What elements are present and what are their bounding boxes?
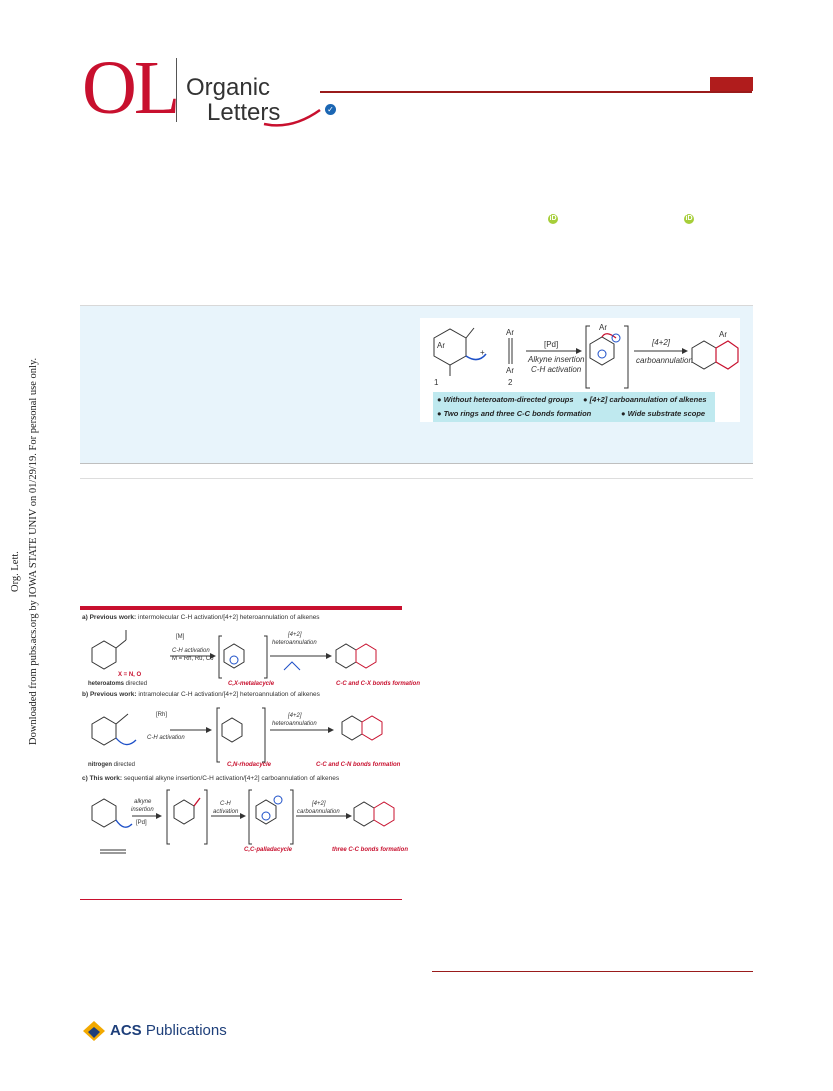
toc-step2-b: carboannulation bbox=[636, 356, 693, 365]
journal-logo: OL bbox=[82, 46, 180, 130]
acs-publications-logo[interactable]: ACS Publications bbox=[110, 1022, 227, 1039]
journal-name-line1: Organic bbox=[186, 74, 271, 101]
scheme-c-step1-b: insertion bbox=[131, 807, 154, 813]
scheme-b-step-a: [4+2] bbox=[288, 713, 302, 719]
orcid-icon[interactable]: iD bbox=[684, 214, 694, 224]
scheme-b-metalacycle: C,N-rhodacycle bbox=[227, 762, 272, 768]
scheme-a-catalyst: [M] bbox=[176, 634, 185, 640]
orcid-icon[interactable]: iD bbox=[548, 214, 558, 224]
scheme-a-structures bbox=[91, 630, 377, 679]
journal-name-line2: Letters bbox=[207, 99, 281, 126]
scheme-c-step2-b: activation bbox=[213, 809, 239, 815]
footnote-rule bbox=[432, 971, 753, 972]
toc-ar-label: Ar bbox=[437, 341, 445, 350]
scheme-a-product: C-C and C-X bonds formation bbox=[336, 681, 420, 687]
toc-step1-b: C-H activation bbox=[531, 365, 582, 374]
scheme-a-metalacycle: C,X-metalacycle bbox=[228, 681, 275, 687]
scheme-c-step1-a: alkyne bbox=[134, 799, 152, 805]
scheme-b-structures bbox=[91, 707, 383, 763]
scheme-a-condition-1: C-H activation bbox=[172, 648, 210, 654]
toc-plus: + bbox=[480, 348, 485, 357]
abstract-divider bbox=[80, 478, 753, 479]
side-download-notice: Downloaded from pubs.acs.org by IOWA STA… bbox=[28, 357, 39, 745]
toc-structures bbox=[433, 325, 739, 389]
toc-step1-a: Alkyne insertion bbox=[528, 355, 585, 364]
scheme-a-x-label: X = N, O bbox=[118, 672, 142, 678]
toc-compound-2: 2 bbox=[508, 378, 513, 387]
toc-feature-4: ● Wide substrate scope bbox=[621, 409, 706, 418]
scheme-a-step-a: [4+2] bbox=[288, 632, 302, 638]
scheme-top-rule bbox=[80, 606, 402, 610]
verified-check-icon: ✓ bbox=[325, 104, 336, 115]
scheme-c-title: c) This work: sequential alkyne insertio… bbox=[82, 775, 340, 782]
scheme-c-step2-a: C-H bbox=[220, 801, 231, 807]
side-journal-label: Org. Lett. bbox=[10, 551, 21, 592]
toc-catalyst: [Pd] bbox=[544, 340, 559, 349]
logo-divider bbox=[176, 58, 177, 122]
scheme-a-condition-2: M = Rh, Ru, Co bbox=[172, 656, 214, 662]
header-rule bbox=[320, 91, 752, 93]
toc-feature-1: ● Without heteroatom-directed groups bbox=[437, 395, 574, 404]
toc-step2-a: [4+2] bbox=[652, 338, 671, 347]
scheme-c-structures bbox=[91, 789, 395, 854]
toc-feature-2: ● [4+2] carboannulation of alkenes bbox=[583, 395, 707, 404]
scheme-b-product: C-C and C-N bonds formation bbox=[316, 762, 401, 768]
scheme-c-metalacycle: C,C-palladacycle bbox=[244, 847, 293, 853]
logo-swoosh-icon bbox=[263, 108, 321, 127]
toc-compound-1: 1 bbox=[434, 378, 439, 387]
toc-feature-3: ● Two rings and three C-C bonds formatio… bbox=[437, 409, 592, 418]
toc-ar-label: Ar bbox=[599, 323, 607, 332]
toc-ar-label: Ar bbox=[506, 328, 514, 337]
scheme-a-directed: heteroatoms directed bbox=[88, 681, 148, 687]
acs-logo-icon[interactable] bbox=[82, 1020, 106, 1042]
scheme-c-step3-a: [4+2] bbox=[312, 801, 326, 807]
scheme-b-catalyst: [Rh] bbox=[156, 712, 168, 718]
scheme-c-step3-b: carboannulation bbox=[297, 809, 340, 815]
scheme-c-catalyst: [Pd] bbox=[136, 820, 147, 826]
scheme-b-step-b: heteroannulation bbox=[272, 721, 317, 727]
toc-ar-label: Ar bbox=[506, 366, 514, 375]
scheme-b-condition: C-H activation bbox=[147, 735, 185, 741]
scheme-a-step-b: heteroannulation bbox=[272, 640, 317, 646]
scheme-bottom-rule bbox=[80, 899, 402, 900]
toc-features: ● Without heteroatom-directed groups ● [… bbox=[433, 392, 715, 422]
header-accent-box bbox=[710, 77, 753, 91]
scheme-c-product: three C-C bonds formation bbox=[332, 847, 408, 853]
toc-ar-label: Ar bbox=[719, 330, 727, 339]
scheme-b-directed: nitrogen directed bbox=[88, 762, 136, 768]
scheme-b-title: b) Previous work: intramolecular C-H act… bbox=[82, 691, 320, 698]
scheme-a-title: a) Previous work: intermolecular C-H act… bbox=[82, 614, 320, 621]
